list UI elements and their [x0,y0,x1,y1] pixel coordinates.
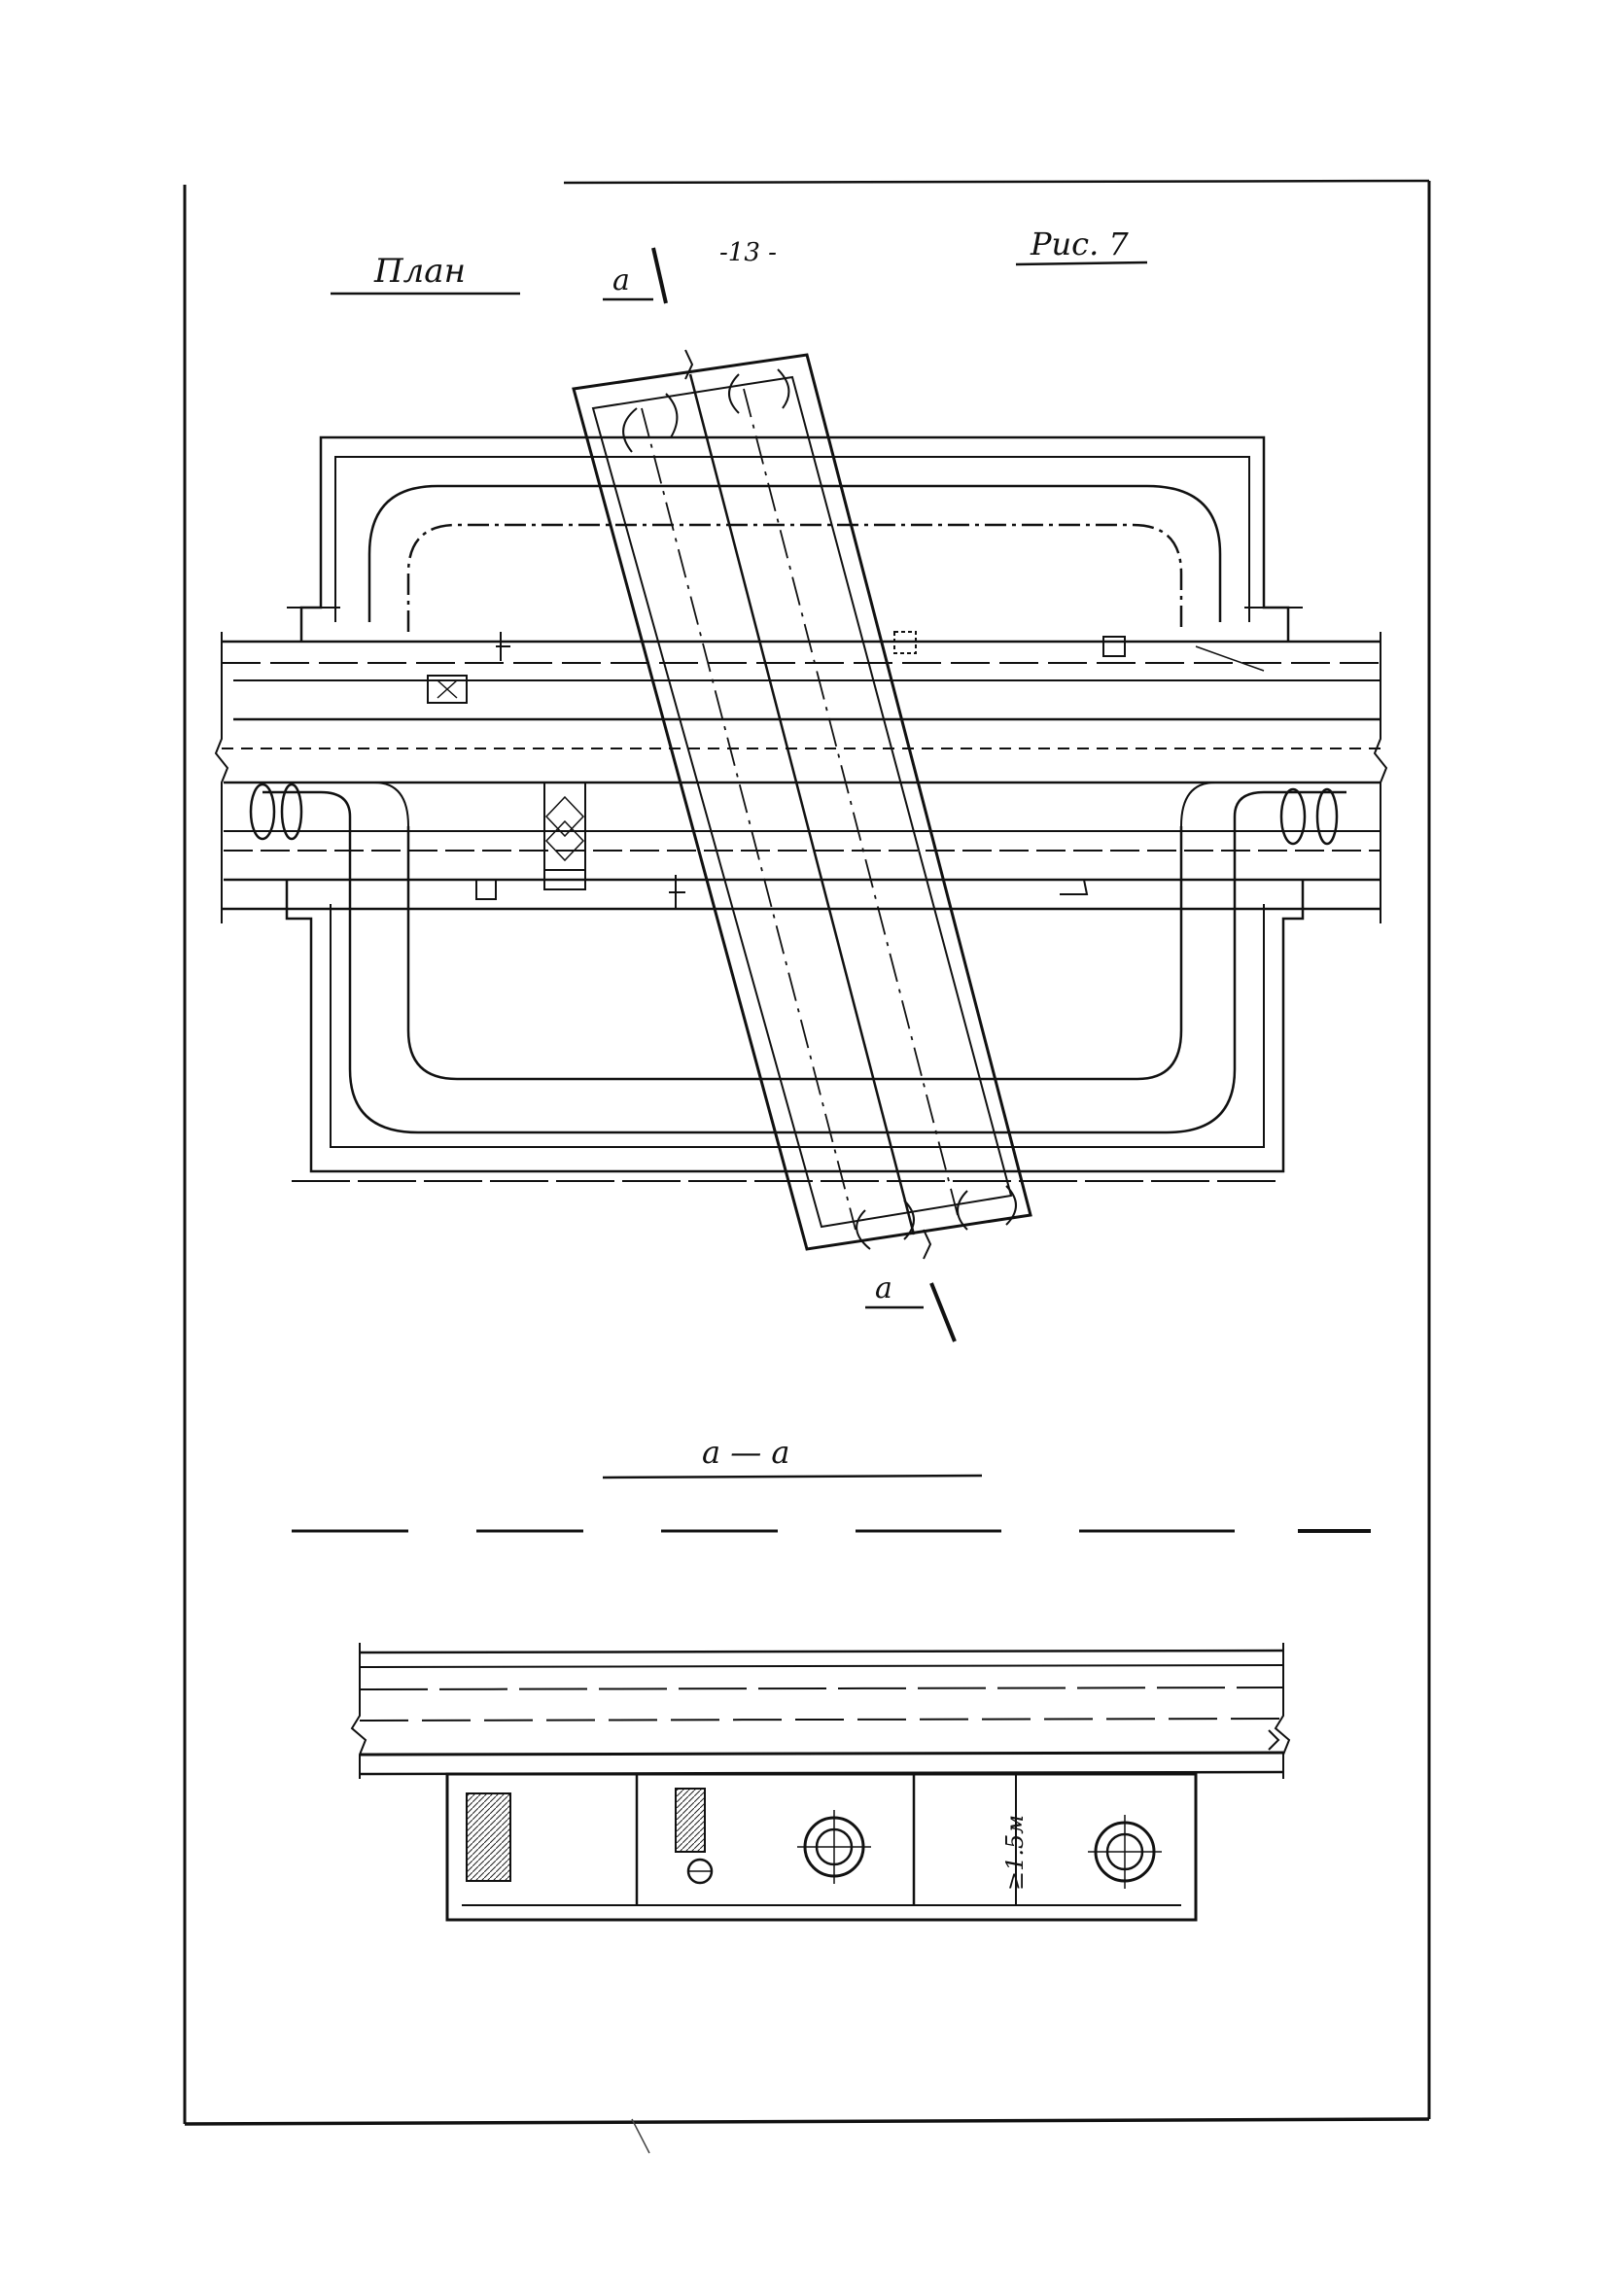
section-mark-bottom: а [865,1271,957,1342]
plan-view [214,349,1388,1260]
hatched-block [466,1792,511,1882]
pipe-right [1088,1815,1162,1889]
section-mark-top-letter: а [612,263,630,297]
lower-chamber [285,880,1305,1182]
upper-u-pipe [367,484,1222,632]
upper-chamber [287,435,1303,642]
figure-label-underline [1015,261,1148,266]
crossing-slab [572,349,1032,1260]
road-band [214,631,1388,923]
figure-label: Рис. 7 [1030,226,1129,262]
pipe-middle [797,1810,871,1884]
plan-title: План [373,252,466,291]
signal-marker-left [427,675,468,704]
section-title-underline [602,1474,983,1479]
hatched-block-small [675,1788,706,1853]
section-view [350,1643,1291,1922]
pipe-small [686,1858,714,1885]
depth-dimension: ≥1.5м [1001,1815,1029,1891]
section-mark-top: а [603,247,668,304]
drawing-frame [183,179,1431,2126]
section-title: а — а [702,1434,790,1471]
section-mark-bottom-letter: а [875,1271,892,1305]
scan-mark [631,2118,650,2154]
page-number: -13 - [719,238,777,267]
lower-u-pipe [249,782,1346,1134]
signal-marker-center [543,782,586,890]
